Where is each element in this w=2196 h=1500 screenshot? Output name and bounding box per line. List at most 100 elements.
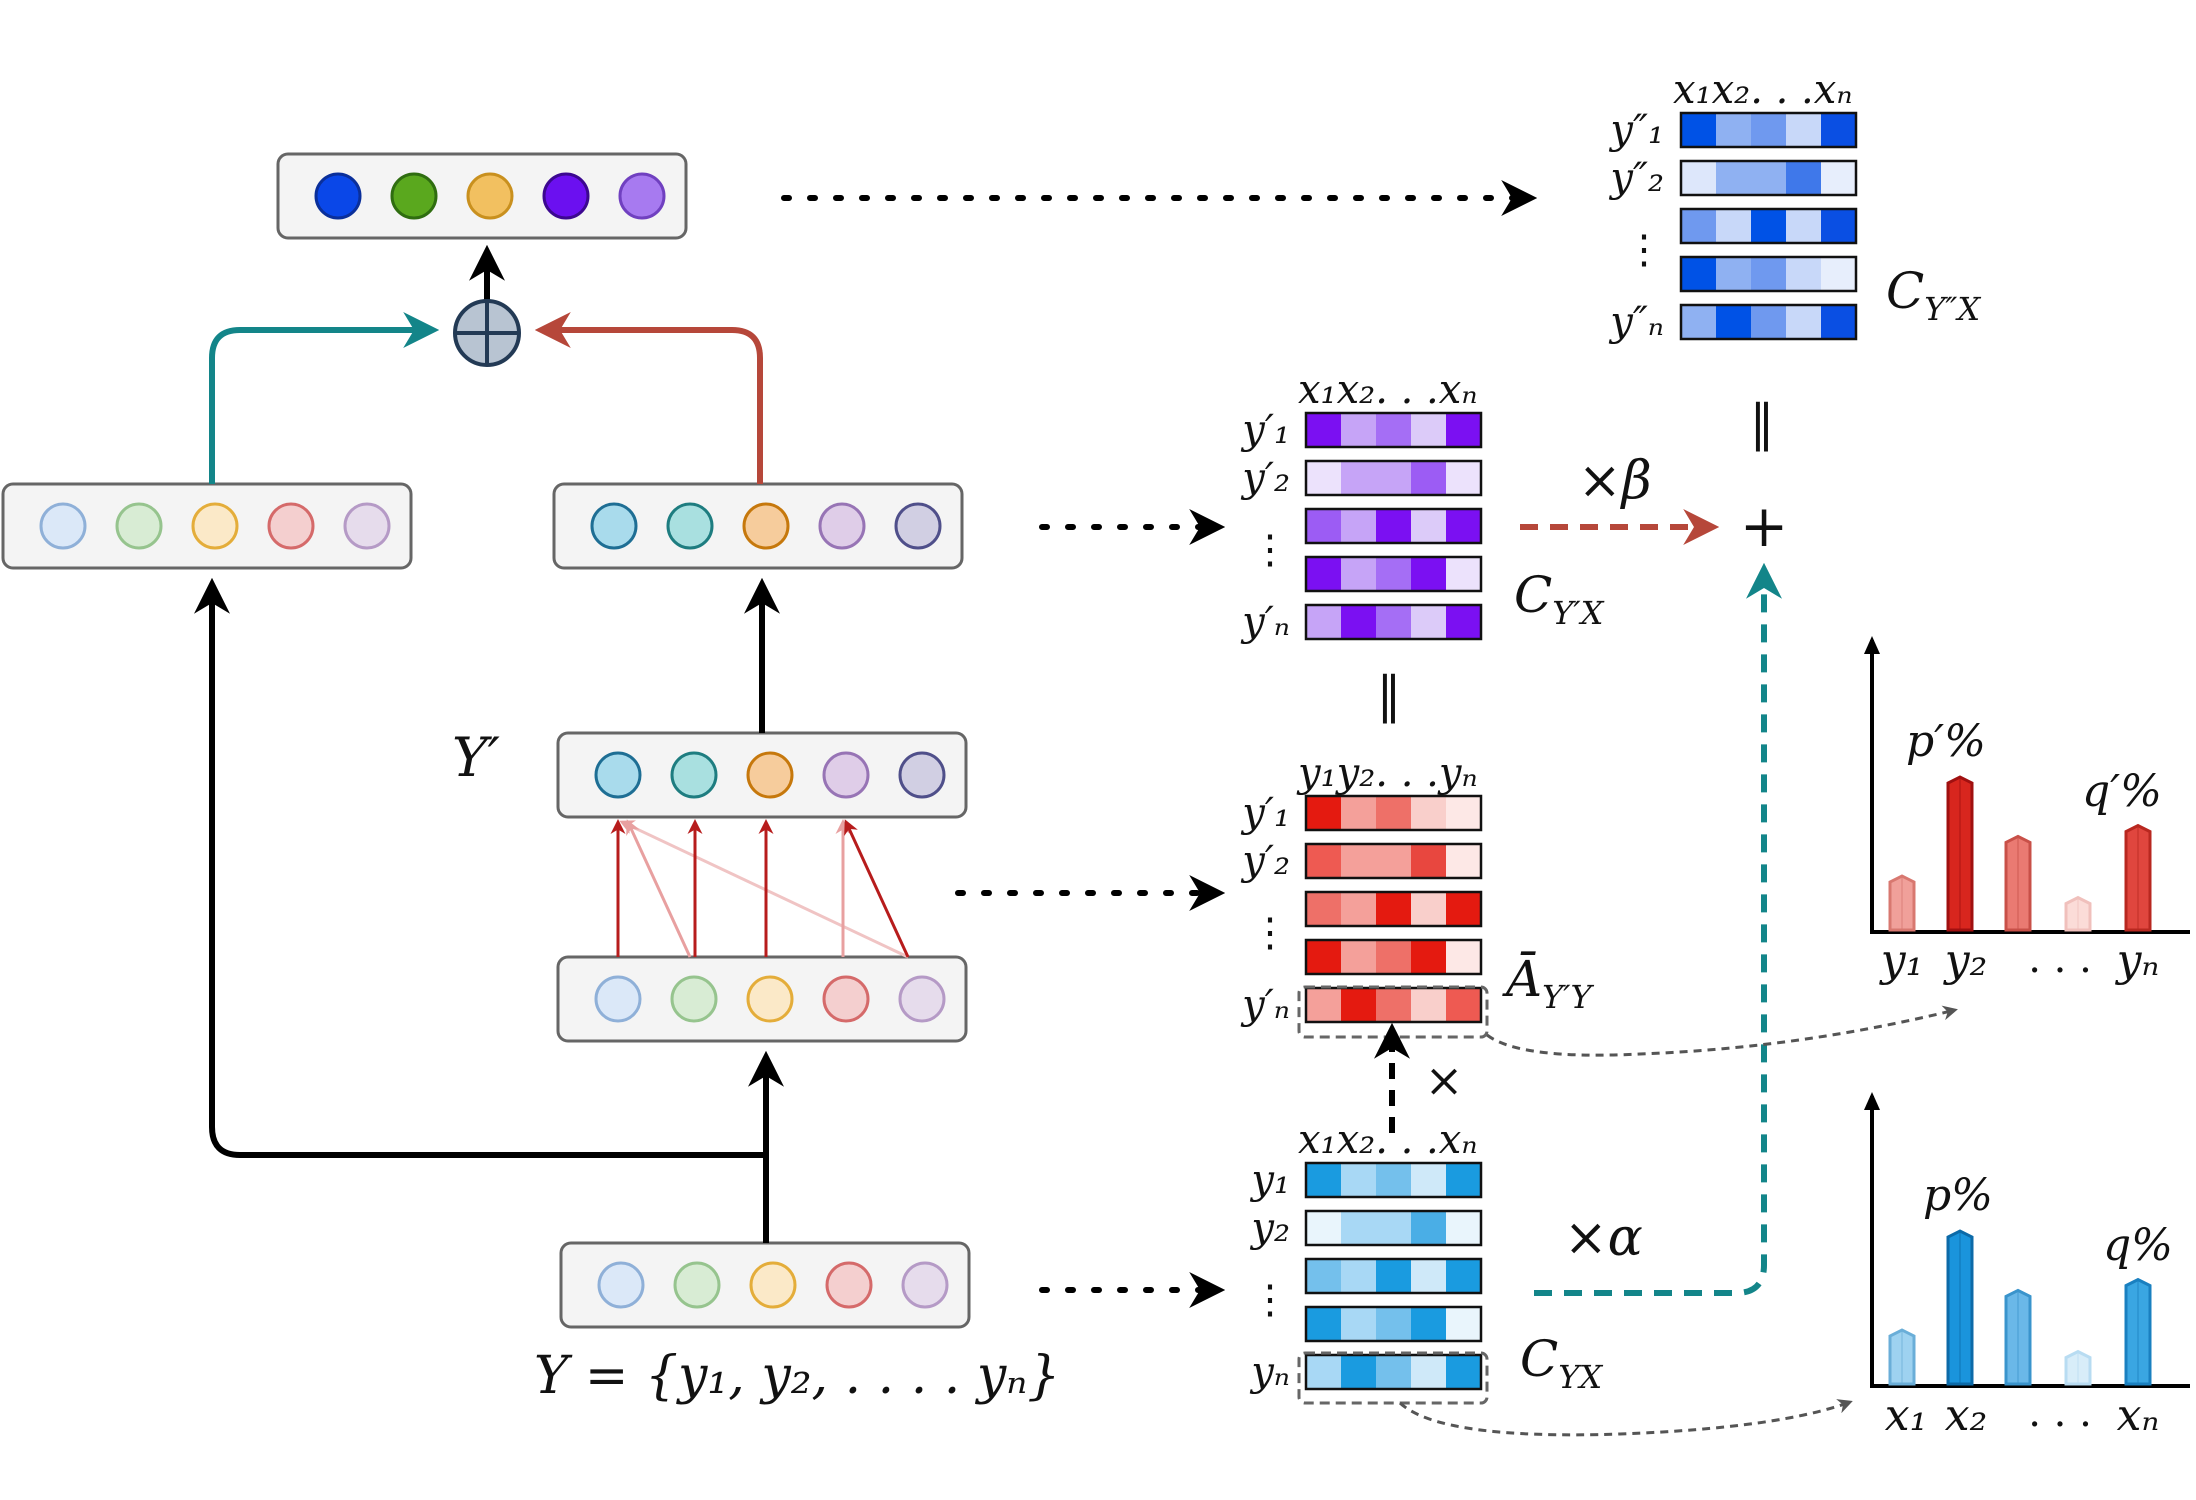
- node-circle: [818, 502, 866, 550]
- node-circle: [673, 1261, 721, 1309]
- node-circle: [542, 172, 590, 220]
- matrix-cell: [1411, 461, 1446, 495]
- matrix-row-border: [1304, 842, 1483, 880]
- matrix-cell: [1376, 461, 1411, 495]
- layer-input-nodes: [597, 1261, 949, 1309]
- matrix-cell: [1411, 1163, 1446, 1197]
- layer-left-skip-nodes: [39, 502, 391, 550]
- node-circle: [594, 975, 642, 1023]
- matrix-cell: [1411, 796, 1446, 830]
- matrix-row-label: y₁: [1249, 1157, 1290, 1203]
- matrix-row-border: [1304, 411, 1483, 449]
- layer-attention-in: [556, 955, 968, 1043]
- matrix-cell: [1376, 796, 1411, 830]
- matrix-row-border: [1304, 794, 1483, 832]
- matrix-cell: [1821, 113, 1856, 147]
- matrix-cell: [1341, 796, 1376, 830]
- node-circle: [39, 502, 87, 550]
- matrix-cell: [1446, 1259, 1481, 1293]
- matrix-cell: [1341, 413, 1376, 447]
- matrix-cell: [1446, 1355, 1481, 1389]
- matrix-cell: [1681, 257, 1716, 291]
- matrix-c-y1x: x₁x₂. . .xₙy′₁y′₂⋮y′ₙ: [1240, 367, 1483, 645]
- plus-label: +: [1740, 492, 1789, 560]
- node-circle: [314, 172, 362, 220]
- cyx-row-to-blue-chart: [1398, 1399, 1853, 1437]
- node-circle: [618, 172, 666, 220]
- matrix-cell: [1446, 844, 1481, 878]
- node-circle: [590, 502, 638, 550]
- red-xlabel: yₙ: [2115, 935, 2160, 986]
- layer-y-prime-nodes: [594, 751, 946, 799]
- matrix-row-border: [1304, 1161, 1483, 1199]
- matrix-row-label: y″ₙ: [1608, 299, 1664, 345]
- red-bar-chart: p′% q′% y₁ y₂ . . . yₙ: [1864, 636, 2190, 986]
- matrix-c-y2x: x₁x₂. . .xₙy″₁y″₂⋮y″ₙ: [1608, 67, 1858, 345]
- matrix-cell: [1681, 209, 1716, 243]
- matrix-cell: [1751, 161, 1786, 195]
- matrix-row-label: y′ₙ: [1240, 599, 1290, 645]
- matrix-row-border: [1679, 303, 1858, 341]
- red-chart-bars: [1888, 775, 2152, 932]
- red-annotation-p: p′%: [1906, 716, 1986, 767]
- node-circle: [749, 1261, 797, 1309]
- matrix-cell: [1306, 892, 1341, 926]
- matrix-row-border: [1679, 111, 1858, 149]
- layer-output: [276, 152, 688, 240]
- sum-node: [453, 299, 521, 367]
- blue-xlabel: . . .: [2028, 1390, 2092, 1436]
- matrix-row-label: ⋮: [1624, 227, 1664, 273]
- matrix-cell: [1376, 605, 1411, 639]
- matrix-row-border: [1304, 1209, 1483, 1247]
- matrix-column-header: x₁x₂. . .xₙ: [1673, 67, 1853, 113]
- matrix-cell: [1681, 113, 1716, 147]
- matrix-row-label: y′₂: [1240, 455, 1290, 501]
- attention-arrows: [610, 819, 910, 959]
- times-beta-label: ×β: [1578, 451, 1652, 511]
- matrix-cell: [1341, 1211, 1376, 1245]
- matrix-row-border: [1304, 1353, 1483, 1391]
- input-to-skip-arrow: [194, 577, 766, 1158]
- cyx-last-row-highlight: [1297, 1351, 1489, 1405]
- matrix-cell: [1306, 1163, 1341, 1197]
- matrix-cell: [1376, 844, 1411, 878]
- matrix-cell: [1376, 1355, 1411, 1389]
- matrix-cell: [1341, 1355, 1376, 1389]
- matrix-row-border: [1304, 938, 1483, 976]
- matrix-cell: [1681, 161, 1716, 195]
- a-row-to-red-chart: [1486, 1005, 1958, 1057]
- matrix-cell: [1411, 844, 1446, 878]
- matrix-cell: [1716, 257, 1751, 291]
- matrix-cell: [1341, 940, 1376, 974]
- matrix-cell: [1306, 1307, 1341, 1341]
- matrix-cell: [1341, 605, 1376, 639]
- node-circle: [901, 1261, 949, 1309]
- matrix-cell: [1446, 892, 1481, 926]
- matrix-cell: [1821, 257, 1856, 291]
- node-circle: [191, 502, 239, 550]
- red-annotation-q: q′%: [2082, 766, 2162, 817]
- matrix-row-label: y′₁: [1240, 790, 1290, 836]
- matrix-row-label: y′₁: [1240, 407, 1290, 453]
- node-circle: [825, 1261, 873, 1309]
- matrix-cell: [1786, 305, 1821, 339]
- matrix-cell: [1751, 209, 1786, 243]
- matrix-row-label: y′₂: [1240, 838, 1290, 884]
- matrix-cell: [1751, 257, 1786, 291]
- blue-annotation-q: q%: [2103, 1220, 2173, 1271]
- matrix-cell: [1411, 557, 1446, 591]
- c-y1x-label: CY′X: [1514, 566, 1605, 632]
- matrix-cell: [1446, 557, 1481, 591]
- matrix-cell: [1821, 305, 1856, 339]
- matrix-cell: [1306, 940, 1341, 974]
- matrix-cell: [1716, 161, 1751, 195]
- node-circle: [898, 751, 946, 799]
- matrix-column-header: x₁x₂. . .xₙ: [1298, 367, 1478, 413]
- matrix-cell: [1446, 796, 1481, 830]
- matrix-row-border: [1304, 1305, 1483, 1343]
- main-flow-arrows: [194, 244, 784, 1243]
- matrix-cell: [1786, 113, 1821, 147]
- matrix-cell: [1306, 413, 1341, 447]
- c-y2x-label: CY″X: [1886, 262, 1981, 328]
